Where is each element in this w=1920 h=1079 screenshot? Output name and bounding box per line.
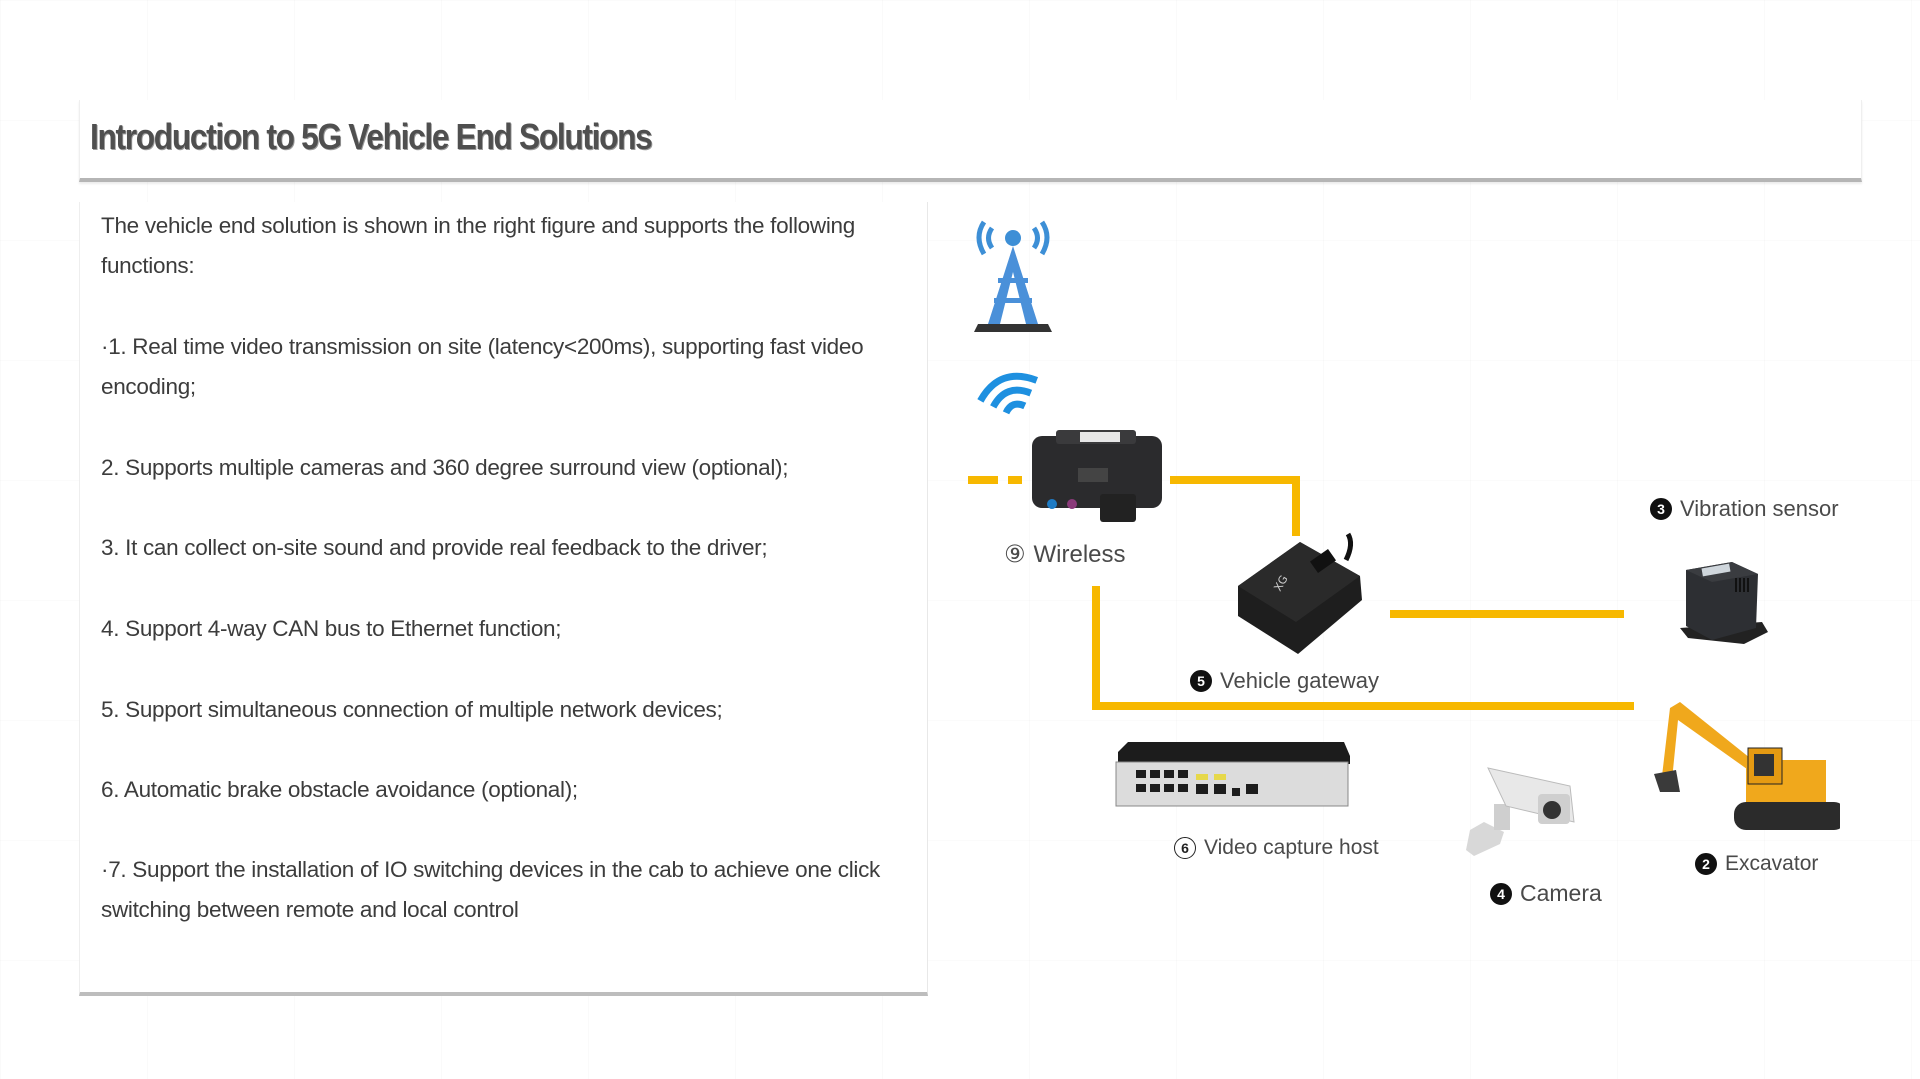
function-item-5: 5. Support simultaneous connection of mu… xyxy=(101,697,723,722)
wireless-label: ⑨ Wireless xyxy=(1004,540,1126,569)
function-item-6: 6. Automatic brake obstacle avoidance (o… xyxy=(101,777,578,802)
page-title: Introduction to 5G Vehicle End Solutions xyxy=(90,116,653,157)
wifi-icon xyxy=(977,372,1039,415)
function-item-1: ·1. Real time video transmission on site… xyxy=(101,334,864,399)
link-wireless-to-gateway-h xyxy=(1170,476,1300,484)
camera-image xyxy=(1466,767,1575,856)
video-capture-host-label: 6 Video capture host xyxy=(1174,836,1379,860)
link-wireless-down xyxy=(1092,586,1100,710)
dashed-link-segment-1 xyxy=(968,476,998,484)
number-6-icon: 6 xyxy=(1174,837,1196,859)
link-wireless-to-gateway-v xyxy=(1292,476,1300,536)
link-gateway-to-sensor xyxy=(1390,610,1624,618)
number-9-icon: ⑨ xyxy=(1004,541,1026,568)
functions-panel: The vehicle end solution is shown in the… xyxy=(79,202,928,996)
cell-tower-icon xyxy=(974,220,1052,332)
number-5-icon: 5 xyxy=(1190,670,1212,692)
vehicle-gateway-label: 5 Vehicle gateway xyxy=(1190,668,1379,694)
number-4-icon: 4 xyxy=(1490,882,1512,905)
function-item-2: 2. Supports multiple cameras and 360 deg… xyxy=(101,455,789,480)
excavator-label: 2 Excavator xyxy=(1695,852,1818,876)
number-2-icon: 2 xyxy=(1695,853,1717,875)
video-capture-host-image xyxy=(1115,742,1350,807)
excavator-image xyxy=(1654,702,1840,830)
dashed-link-segment-2 xyxy=(1008,476,1022,484)
camera-label: 4 Camera xyxy=(1490,880,1602,907)
function-item-4: 4. Support 4-way CAN bus to Ethernet fun… xyxy=(101,616,562,641)
function-item-7: ·7. Support the installation of IO switc… xyxy=(101,857,880,922)
title-bar: Introduction to 5G Vehicle End Solutions xyxy=(79,100,1862,182)
intro-text: The vehicle end solution is shown in the… xyxy=(101,213,855,278)
wireless-device-image xyxy=(1032,430,1162,522)
vehicle-gateway-image: XG xyxy=(1238,532,1362,654)
number-3-icon: 3 xyxy=(1650,498,1672,520)
vehicle-end-diagram: ⑨ Wireless XG 5 Vehicle gateway 3 Vibrat… xyxy=(960,200,1920,960)
vibration-sensor-label: 3 Vibration sensor xyxy=(1650,496,1839,522)
link-bottom-bus xyxy=(1092,702,1634,710)
vibration-sensor-image xyxy=(1680,562,1768,644)
function-item-3: 3. It can collect on-site sound and prov… xyxy=(101,535,768,560)
